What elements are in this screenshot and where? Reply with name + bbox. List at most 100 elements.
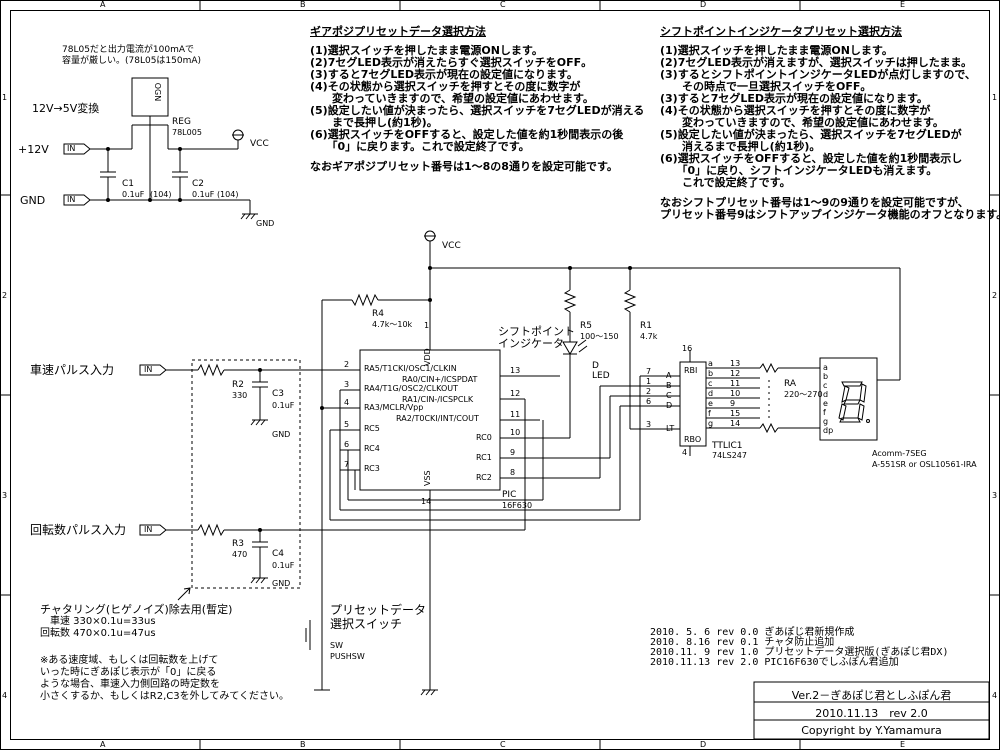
dec-out-num: 14 [730, 419, 741, 428]
revision-history: 2010. 5. 6 rev 0.0 ぎあぽじ君新規作成 2010. 8.16 … [650, 628, 948, 668]
shift-line-11: 「0」に戻り、シフトインジケータLEDも消えます。 [660, 164, 938, 177]
dec-part: 74LS247 [712, 451, 747, 460]
shift-indicator-label-2: インジケータ [498, 337, 564, 350]
pic-right-pin-label: RA2/T0CKI/INT/COUT [396, 414, 479, 423]
dec-pin-label: A [666, 371, 672, 380]
col-label-a-bottom: A [100, 740, 106, 749]
pic-left-pin-num: 2 [344, 360, 350, 369]
switch-ref: SW [330, 641, 343, 650]
shift-line-6: (4)その状態から選択スイッチを押すとその度に数字が [660, 104, 931, 117]
main-vcc: VCC [442, 241, 461, 251]
c2-ref: C2 [192, 179, 205, 189]
dec-pin-label: LT [666, 424, 675, 433]
r2-value: 330 [232, 391, 248, 400]
col-label-c: C [500, 0, 506, 9]
col-label-d: D [700, 0, 707, 9]
pic-right-pin-num: 10 [510, 428, 521, 437]
gnd-2: GND [272, 579, 291, 588]
pic-left-pin-label: RC3 [364, 464, 380, 473]
pic-right-pin-label: RC2 [476, 473, 492, 482]
seg-pin: dp [823, 426, 834, 435]
seg-pin: e [823, 399, 828, 408]
col-label-d-bottom: D [700, 740, 707, 749]
pic-vss: VSS [423, 470, 432, 486]
shift-line-8: (5)設定したい値が決まったら、選択スイッチを7セグLEDが [660, 128, 962, 141]
shift-line-2: (2)7セグLED表示が消えますが、選択スイッチは押したまま。 [660, 56, 973, 69]
pic-right-pin-label: RA0/CIN+/ICSPDAT [402, 375, 478, 384]
psu-note-1: 78L05だと出力電流が100mAで [62, 45, 195, 55]
pic-pin-1: 1 [424, 321, 430, 330]
dec-bot-pin: 4 [682, 448, 688, 457]
seg-pin: d [823, 390, 829, 399]
dec-out-label: g [708, 419, 714, 428]
pic-right-pin-num: 13 [510, 366, 521, 375]
rpm-in-tag: IN [144, 525, 153, 534]
pic-left-pin-num: 4 [344, 398, 350, 407]
switch-label-1: プリセットデータ [330, 603, 427, 617]
gear-line-6: (5)設定したい値が決まったら、選択スイッチを7セグLEDが消える [310, 104, 645, 117]
pic-right-pin-label: RA1/CIN-/ICSPCLK [402, 395, 474, 404]
dec-top-pin: 16 [682, 344, 693, 353]
psu-12v-label: +12V [18, 143, 49, 156]
row-label-1-right: 1 [992, 93, 998, 102]
dec-pin-num: 3 [646, 420, 652, 429]
dec-pin-label: B [666, 381, 672, 390]
psu-gnd-symbol-label: GND [256, 219, 275, 228]
switch-part: PUSHSW [330, 652, 365, 661]
pic-right-pin-label: RC1 [476, 453, 492, 462]
rpm-input-label: 回転数パルス入力 [30, 523, 127, 537]
shift-line-9: 消えるまで長押し(約1秒)。 [660, 140, 821, 153]
dec-out-label: e [708, 399, 713, 408]
dec-pin-num: 2 [646, 387, 652, 396]
gear-line-1: (1)選択スイッチを押したまま電源ONします。 [310, 44, 543, 57]
shift-line-14: なおシフトプリセット番号は1～9の9通りを設定可能ですが、 [660, 196, 969, 209]
psu-in-tag-1: IN [67, 144, 76, 153]
title-block-lines [753, 681, 990, 740]
reg-pin-label: OGN [153, 82, 163, 102]
col-label-e-bottom: E [900, 740, 906, 749]
title-block-title: Ver.2－ぎあぽじ君としふぽん君 [791, 689, 952, 702]
pic-left-pin-label: RA5/T1CKI/OSC1/CLKIN [364, 364, 457, 373]
row-label-2-right: 2 [992, 291, 998, 300]
pic-right-pin-label: RC0 [476, 433, 492, 442]
dec-out-num: 9 [730, 399, 736, 408]
gear-line-9: 「0」に戻ります。これで設定終了です。 [310, 140, 530, 153]
psu-note-2: 容量が厳しい。(78L05は150mA) [62, 56, 202, 66]
gear-line-7: まで長押し(約1秒)。 [310, 116, 438, 129]
revision-row: 2010. 8.16 rev 0.1 チャタ防止追加 [650, 637, 835, 648]
dec-pin-num: 1 [646, 377, 652, 386]
dec-out-num: 10 [730, 389, 741, 398]
pic-vdd: VDD [423, 348, 432, 366]
c4-ref: C4 [272, 549, 285, 559]
shift-indicator-label-1: シフトポイント [498, 325, 575, 338]
c2-value: 0.1uF (104) [192, 190, 239, 199]
ra-value: 220～270 [784, 390, 823, 399]
pic-left-pin-label: RA4/T1G/OSC2/CLKOUT [364, 384, 458, 393]
adjust-note-3: ような場合、車速入力側回路の時定数を [40, 679, 220, 690]
speed-in-tag: IN [144, 365, 153, 374]
pic-pin-14: 14 [421, 497, 432, 506]
seg-pin: g [823, 417, 829, 426]
c4-value: 0.1uF [272, 561, 295, 570]
pic-left-pin-num: 5 [344, 420, 350, 429]
c1-ref: C1 [122, 179, 135, 189]
r5-value: 100～150 [580, 332, 619, 341]
dec-ref: TTLIC1 [712, 441, 743, 451]
shift-line-5: (3)すると7セグLED表示が現在の設定値になります。 [660, 92, 928, 105]
psu-vcc: VCC [250, 139, 269, 149]
revision-row: 2010. 5. 6 rev 0.0 ぎあぽじ君新規作成 [650, 627, 855, 638]
shift-line-15: プリセット番号9はシフトアップインジケータ機能のオフとなります。 [660, 208, 1000, 221]
col-label-e: E [900, 0, 906, 9]
col-label-b: B [300, 0, 306, 9]
dec-rbo: RBO [684, 435, 702, 444]
revision-row: 2010.11. 9 rev 1.0 プリセットデータ選択版(ぎあぽじ君DX) [650, 647, 949, 658]
chatter-note-3: 回転数 470×0.1u=47us [40, 628, 156, 639]
shift-line-1: (1)選択スイッチを押したまま電源ONします。 [660, 44, 893, 57]
led-ref: D [592, 361, 599, 371]
r5-ref: R5 [580, 321, 592, 331]
dec-out-label: f [708, 409, 711, 418]
row-label-4: 4 [2, 691, 8, 700]
row-label-3-right: 3 [992, 491, 998, 500]
revision-row: 2010.11.13 rev 2.0 PIC16F630でしふぽん君追加 [650, 657, 899, 668]
